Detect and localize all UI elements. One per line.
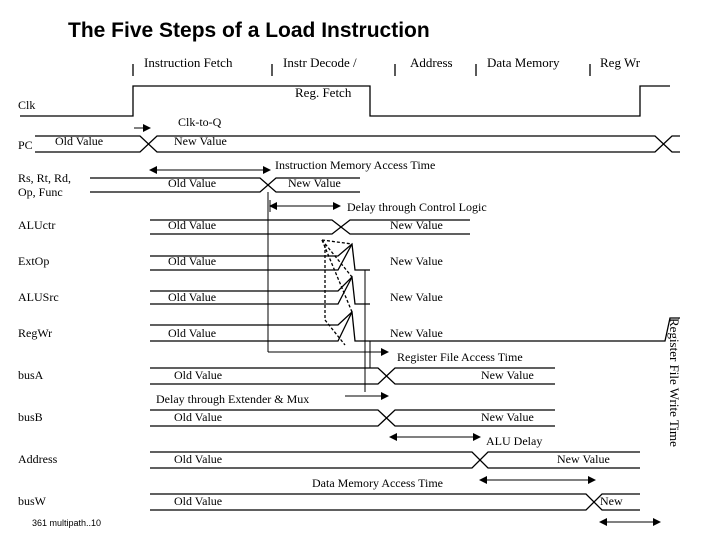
address-old-value: Old Value bbox=[174, 452, 223, 466]
pc-old-value: Old Value bbox=[55, 134, 104, 148]
rs-waveform bbox=[90, 177, 360, 193]
rs-old-value: Old Value bbox=[168, 176, 217, 190]
signal-label-op-func: Op, Func bbox=[18, 185, 63, 199]
dependency-lines bbox=[364, 270, 371, 392]
signal-label-busw: busW bbox=[18, 494, 46, 508]
phase-reg-wr: Reg Wr bbox=[600, 55, 641, 70]
extop-old-value: Old Value bbox=[168, 254, 217, 268]
busa-waveform bbox=[150, 367, 555, 385]
signal-label-alusrc: ALUSrc bbox=[18, 290, 59, 304]
phase-separators bbox=[132, 64, 591, 76]
signal-label-aluctr: ALUctr bbox=[18, 218, 56, 232]
signal-label-address: Address bbox=[18, 452, 58, 466]
extop-waveform bbox=[150, 242, 370, 271]
signal-label-busa: busA bbox=[18, 368, 44, 382]
annotation-clk-to-q: Clk-to-Q bbox=[178, 115, 222, 129]
aluctr-new-value: New Value bbox=[390, 218, 443, 232]
alusrc-old-value: Old Value bbox=[168, 290, 217, 304]
pc-new-value: New Value bbox=[174, 134, 227, 148]
annotation-extender-delay: Delay through Extender & Mux bbox=[156, 392, 310, 406]
clock-waveform bbox=[20, 85, 670, 117]
phase-address: Address bbox=[410, 55, 453, 70]
annotation-alu-delay: ALU Delay bbox=[486, 434, 543, 448]
annotation-control-delay: Delay through Control Logic bbox=[347, 200, 487, 214]
phase-instruction-fetch: Instruction Fetch bbox=[144, 55, 233, 70]
annotation-dmem-access: Data Memory Access Time bbox=[312, 476, 443, 490]
phase-data-memory: Data Memory bbox=[487, 55, 560, 70]
busb-new-value: New Value bbox=[481, 410, 534, 424]
regwr-old-value: Old Value bbox=[168, 326, 217, 340]
alusrc-waveform bbox=[150, 275, 370, 305]
aluctr-old-value: Old Value bbox=[168, 218, 217, 232]
signal-label-pc: PC bbox=[18, 138, 33, 152]
signal-label-clk: Clk bbox=[18, 98, 36, 112]
phase-instr-decode: Instr Decode / bbox=[283, 55, 357, 70]
footer-slide-number: 361 multipath..10 bbox=[32, 518, 102, 528]
alusrc-new-value: New Value bbox=[390, 290, 443, 304]
signal-label-busb: busB bbox=[18, 410, 43, 424]
annotation-regfile-access: Register File Access Time bbox=[397, 350, 523, 364]
busa-new-value: New Value bbox=[481, 368, 534, 382]
busb-waveform bbox=[150, 409, 555, 427]
signal-label-regwr: RegWr bbox=[18, 326, 53, 340]
busw-new-value: New bbox=[600, 494, 623, 508]
signal-label-extop: ExtOp bbox=[18, 254, 50, 268]
regwr-waveform bbox=[150, 310, 680, 342]
busb-old-value: Old Value bbox=[174, 410, 223, 424]
address-waveform bbox=[150, 451, 640, 469]
slide-title: The Five Steps of a Load Instruction bbox=[68, 19, 430, 42]
busw-old-value: Old Value bbox=[174, 494, 223, 508]
aluctr-waveform bbox=[150, 219, 470, 235]
extop-new-value: New Value bbox=[390, 254, 443, 268]
busw-waveform bbox=[150, 493, 640, 511]
annotation-imem-access: Instruction Memory Access Time bbox=[275, 158, 436, 172]
timing-arrows bbox=[134, 124, 661, 526]
regwr-new-value: New Value bbox=[390, 326, 443, 340]
phase-reg-fetch: Reg. Fetch bbox=[295, 85, 352, 100]
rs-new-value: New Value bbox=[288, 176, 341, 190]
pc-waveform bbox=[35, 135, 680, 153]
busa-old-value: Old Value bbox=[174, 368, 223, 382]
address-new-value: New Value bbox=[557, 452, 610, 466]
control-settle-lines bbox=[321, 239, 353, 346]
signal-label-rs-rt-rd: Rs, Rt, Rd, bbox=[18, 171, 72, 185]
